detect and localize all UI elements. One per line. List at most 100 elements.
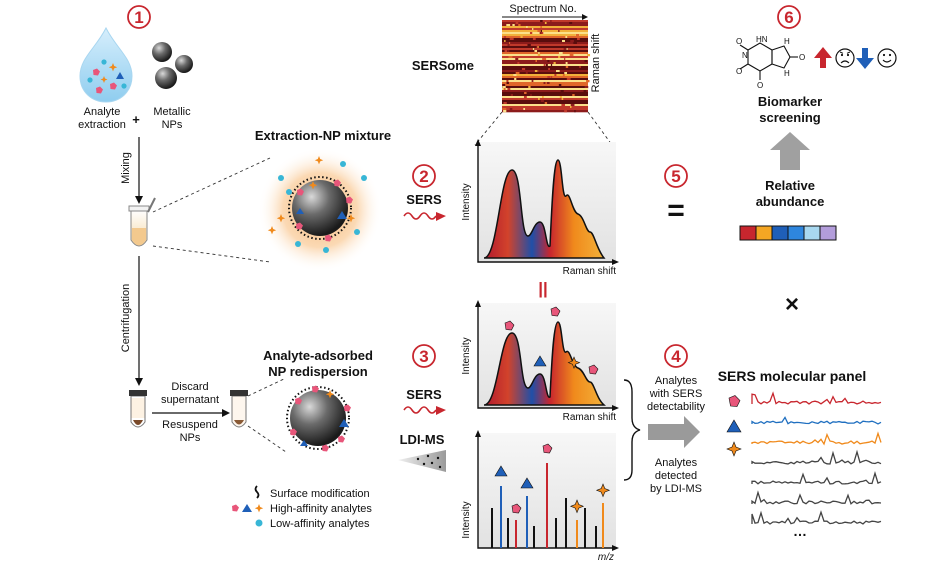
heatmap-speck [562,102,566,105]
heatmap-row [502,104,588,107]
heatmap-row [502,60,588,63]
zoom-line [247,425,287,453]
heatmap-speck [577,38,580,41]
heatmap-speck [583,90,587,93]
heatmap-speck [525,72,528,75]
discard-label-2: supernatant [161,394,219,406]
heatmap-speck [521,66,524,69]
heatmap-speck [537,30,541,33]
heatmap-speck [532,92,534,95]
heatmap-speck [532,28,534,31]
heatmap-speck [512,24,515,27]
heatmap-speck [560,52,563,55]
heatmap-speck [504,40,506,43]
legend-low-label: Low-affinity analytes [270,518,370,530]
sersome-title: SERSome [412,58,474,73]
abundance-cell [787,225,805,241]
heatmap-speck [553,62,556,65]
heatmap-speck [507,50,510,53]
step-6-marker: 6 [777,5,801,29]
heatmap-speck [515,72,520,75]
heatmap-speck [503,102,507,105]
heatmap-speck [527,104,531,107]
heatmap-row [502,110,588,113]
legend-surface-label: Surface modification [270,488,370,500]
legend-high-label: High-affinity analytes [270,503,372,515]
ldi-beam-icon [398,450,446,472]
heatmap-speck [536,100,539,103]
heatmap-row [502,72,588,75]
transfer-arrow [152,409,230,417]
heatmap-speck [548,68,551,71]
heatmap-row [502,56,588,59]
heatmap-speck [587,54,591,57]
heatmap-row [502,108,588,111]
analyte-adsorbed-title-1: Analyte-adsorbed [263,348,373,363]
heatmap-row [502,86,588,89]
heatmap-row [502,26,588,29]
svg-text:O: O [736,67,742,76]
heatmap-speck [541,96,544,99]
zoom-line [247,377,287,397]
heatmap-row [502,24,588,27]
heatmap-speck [551,106,555,109]
heatmap-speck [530,94,532,97]
mixing-label: Mixing [120,152,132,184]
heatmap-speck [573,42,577,45]
heatmap-speck [561,104,566,107]
heatmap-speck [504,36,507,39]
mz-axis-label: m/z [598,552,614,563]
analyte-star [100,76,108,83]
analyte-extraction-label-1: Analyte [84,106,121,118]
abundance-cell [803,225,821,241]
heatmap-speck [518,24,521,27]
np-redispersion-particle [286,385,351,452]
zoom-line [587,111,613,146]
heatmap-speck [506,82,509,85]
heatmap-speck [565,36,568,39]
step-1-marker: 1 [127,5,151,29]
svg-text:O: O [736,37,742,46]
heatmap-speck [573,76,577,79]
intensity-axis-label-3: Intensity [461,501,472,538]
heatmap-speck [509,42,511,45]
heatmap-speck [523,90,525,93]
relative-abundance-label-1: Relative [765,178,815,193]
plus-sign: + [132,112,140,127]
heatmap-speck [534,50,538,53]
heatmap-speck [524,92,527,95]
raman-spectrum-panel-top: Intensity Raman shift [461,139,619,277]
brace [623,379,641,481]
panel-ellipsis: … [793,523,807,539]
up-arrow-icon [770,132,810,170]
abundance-cell [819,225,837,241]
heatmap-speck [531,80,534,83]
heatmap-row [502,106,588,109]
panel-triangle-icon [726,419,742,433]
sers-label-bottom: SERS [406,387,442,402]
sersome-heatmap [502,20,591,113]
heatmap-speck [506,24,511,27]
resuspend-label-1: Resuspend [162,419,218,431]
heatmap-row [502,54,588,57]
heatmap-speck [572,94,575,97]
raman-spectrum-curve-2 [483,321,606,406]
heatmap-row [502,90,588,93]
spectrum-no-label: Spectrum No. [509,3,576,15]
heatmap-row [502,100,588,103]
heatmap-row [502,66,588,69]
heatmap-row [502,38,588,41]
heatmap-speck [584,86,589,89]
zoom-line [152,157,271,213]
heatmap-speck [566,78,571,81]
analytes-ldi-label-3: by LDI-MS [650,483,702,495]
zoom-line [474,111,503,146]
step-2-marker: 2 [412,164,436,188]
svg-text:H: H [784,37,790,46]
sers-wave-icon [403,212,437,220]
heatmap-speck [540,30,543,33]
heatmap-speck [550,64,553,67]
svg-text:5: 5 [671,167,680,186]
heatmap-row [502,30,588,33]
